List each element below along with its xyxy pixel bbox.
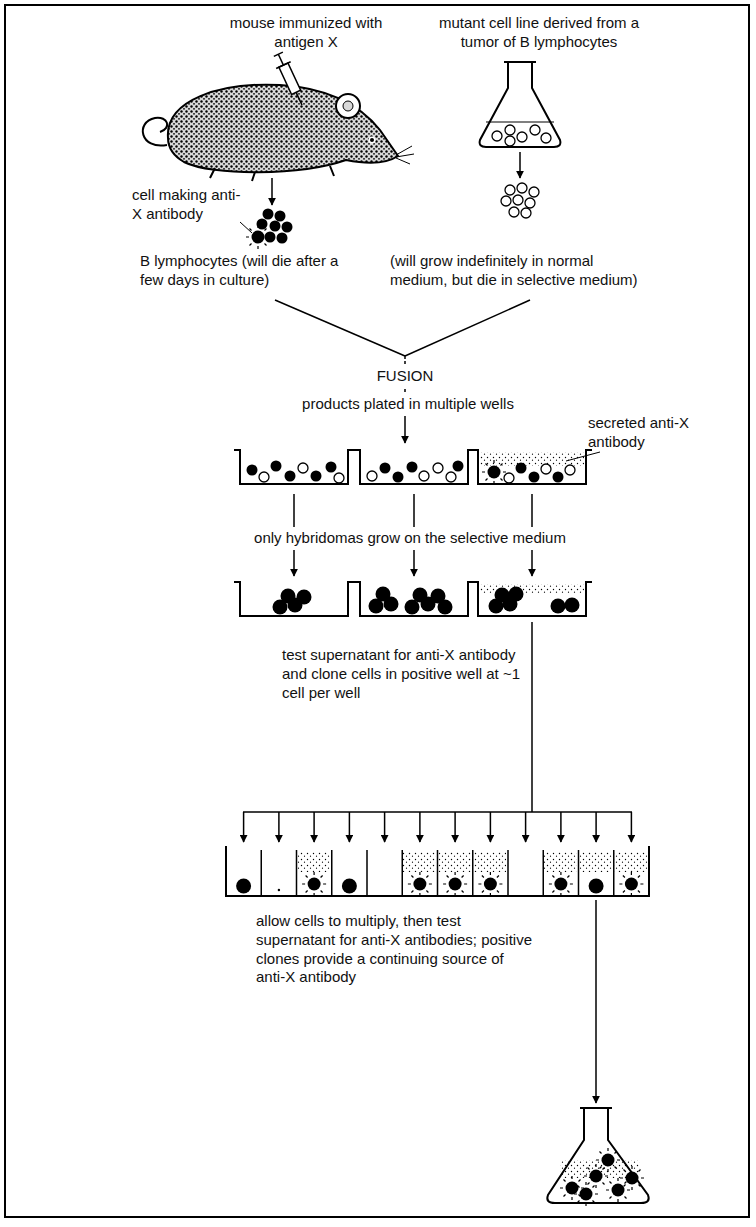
clone-wells <box>226 846 649 896</box>
label-text: (will grow indefinitely in normal medium… <box>390 252 654 290</box>
arrow <box>271 178 273 205</box>
label-text: products plated in multiple wells <box>297 393 519 416</box>
syringe <box>271 51 309 109</box>
label-text: test supernatant for anti-X antibody and… <box>282 646 524 702</box>
mixed-wells <box>234 450 592 484</box>
tumor-cell-cluster <box>501 183 539 218</box>
label-text: cell making anti-X antibody <box>132 186 248 224</box>
label-text: FUSION <box>372 365 439 388</box>
fusion-lines <box>275 300 530 392</box>
arrow <box>519 152 521 178</box>
culture-flask <box>480 62 561 147</box>
label-text: mutant cell line derived from a tumor of… <box>434 14 644 52</box>
label-text: secreted anti-X antibody <box>588 414 704 452</box>
frame <box>5 5 749 1217</box>
cloning-lines <box>243 622 632 812</box>
label-text: only hybridomas grow on the selective me… <box>249 527 571 550</box>
label-text: mouse immunized with antigen X <box>228 14 384 52</box>
mouse-drawing <box>143 85 414 181</box>
arrow <box>404 414 406 443</box>
arrows <box>244 812 632 842</box>
hybridoma-wells <box>234 582 592 616</box>
b-cell-cluster <box>246 209 293 250</box>
leader-line <box>240 222 252 233</box>
label-text: allow cells to multiply, then test super… <box>256 912 532 987</box>
label-text: B lymphocytes (will die after a few days… <box>140 252 340 290</box>
culture-flask <box>547 1108 648 1206</box>
leader-line <box>566 452 600 461</box>
arrow <box>595 900 597 1103</box>
